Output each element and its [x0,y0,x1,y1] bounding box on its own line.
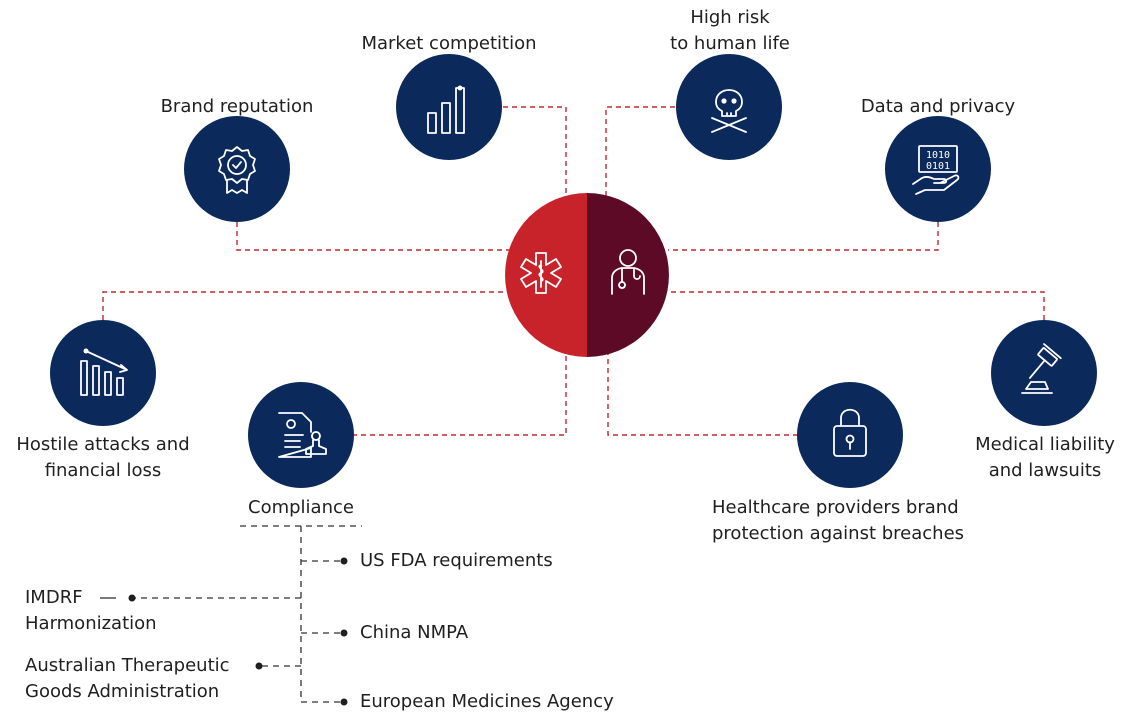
node-liability [991,320,1097,426]
node-market-competition [396,54,502,160]
label-tga-line2: Goods Administration [25,681,220,702]
label-high-risk-line2: to human life [670,33,790,54]
label-ema: European Medicines Agency [360,691,614,712]
label-providers-line2: protection against breaches [712,523,965,544]
label-brand-reputation: Brand reputation [160,96,314,117]
center-node [505,193,669,357]
label-hostile-line1: Hostile attacks and [16,434,190,455]
declining-chart-icon [80,348,128,396]
label-liability-line1: Medical liability [975,434,1115,455]
label-liability-line2: and lawsuits [988,460,1102,481]
label-high-risk-line1: High risk [690,7,770,28]
node-compliance [248,382,354,488]
connector-data [668,222,939,251]
node-hostile-attacks [50,320,156,426]
bullet-tga [255,662,263,670]
bullet-ema [340,698,348,706]
connector-compliance [352,352,567,436]
doctor-icon [611,249,645,295]
node-high-risk [676,54,782,160]
padlock-icon [833,408,867,457]
label-imdrf-line1: IMDRF [25,587,83,608]
connector-market [503,106,567,200]
label-data-privacy: Data and privacy [860,96,1016,117]
skull-crossbones-icon [711,89,747,133]
connectors [102,106,1045,436]
label-china-nmpa: China NMPA [360,622,469,643]
svg-text:1010: 1010 [926,150,950,161]
bar-chart-icon [427,85,465,134]
label-market-competition: Market competition [361,33,537,54]
label-imdrf-line2: Harmonization [25,613,157,634]
document-stamp-icon [278,412,327,458]
svg-text:0101: 0101 [926,161,950,172]
bullet-imdrf [128,594,136,602]
compliance-tree [100,525,362,706]
node-providers [797,382,903,488]
label-hostile-line2: financial loss [44,460,162,481]
connector-hostile [102,291,508,320]
connector-liability [668,291,1045,320]
node-brand-reputation [184,116,290,222]
label-providers-line1: Healthcare providers brand [712,497,959,518]
connector-providers [607,352,798,436]
node-data-privacy: 1010 0101 [885,116,991,222]
label-us-fda: US FDA requirements [360,550,553,571]
center-left-half [505,193,587,357]
label-tga-line1: Australian Therapeutic [25,655,230,676]
label-compliance: Compliance [248,497,354,518]
binary-hand-icon: 1010 0101 [912,145,960,195]
bullet-us-fda [340,557,348,565]
gavel-icon [1021,343,1062,394]
star-of-life-icon [520,252,562,294]
connector-high-risk [605,106,675,200]
center-right-half [587,193,669,357]
award-badge-icon [218,146,256,194]
bullet-china-nmpa [340,629,348,637]
connector-brand [236,222,510,251]
